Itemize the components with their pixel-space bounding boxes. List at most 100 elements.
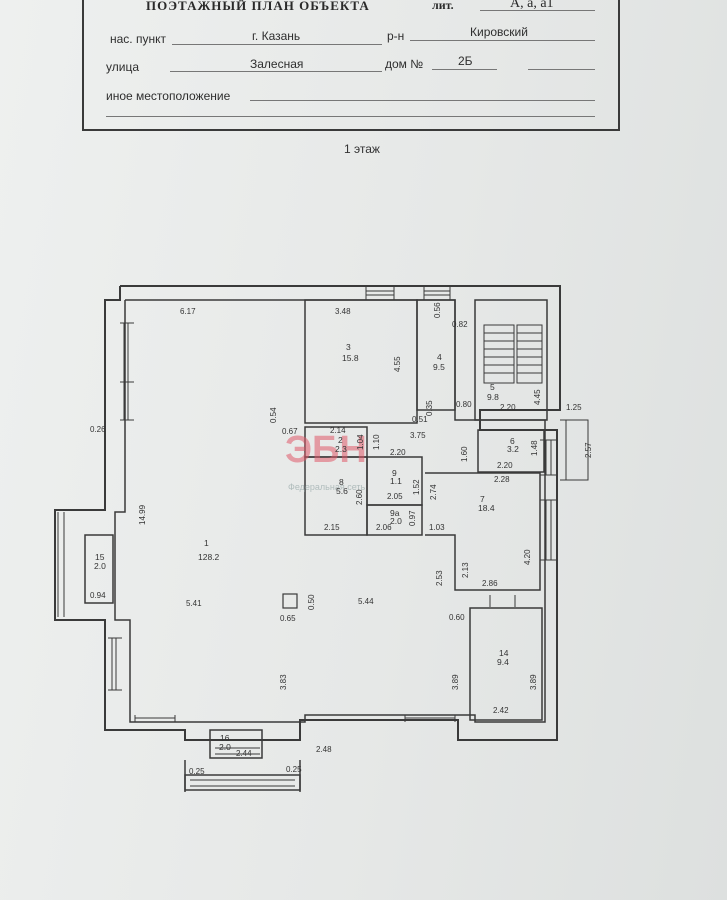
- locality-label: нас. пункт: [110, 32, 166, 46]
- dim: 3.89: [529, 674, 538, 690]
- window: [540, 439, 558, 476]
- steps: [190, 747, 295, 787]
- dim: 0.97: [408, 510, 417, 526]
- dim: 2.13: [461, 562, 470, 578]
- window: [134, 715, 176, 722]
- room-8-area: 5.6: [336, 486, 348, 496]
- room-4-walls: [416, 299, 456, 411]
- dim: 5.44: [358, 597, 374, 606]
- dim: 1.25: [566, 403, 582, 412]
- dim: 2.86: [482, 579, 498, 588]
- window: [540, 499, 558, 561]
- dim: 0.51: [412, 415, 428, 424]
- dim: 1.52: [412, 479, 421, 495]
- house-underline: [432, 69, 497, 70]
- other-location-underline-2: [106, 116, 595, 117]
- dim: 0.65: [280, 614, 296, 623]
- window: [120, 381, 134, 421]
- dim: 4.55: [393, 356, 402, 372]
- room-9-number: 9: [392, 468, 397, 478]
- room-8-number: 8: [339, 477, 344, 487]
- room-6-walls: [477, 429, 545, 473]
- dimensions: 6.17 3.48 0.56 0.82 4.55 4.45 0.80 2.20 …: [90, 302, 593, 776]
- room-9-area: 1.1: [390, 476, 402, 486]
- locality-underline: [172, 44, 382, 45]
- window: [404, 715, 456, 722]
- dim: 5.41: [186, 599, 202, 608]
- dim: 2.42: [493, 706, 509, 715]
- dim: 2.20: [497, 461, 513, 470]
- watermark-logo: ЭБН: [285, 429, 367, 471]
- room-16-number: 16: [220, 733, 230, 743]
- dim: 3.48: [335, 307, 351, 316]
- district-value: Кировский: [470, 25, 528, 39]
- window: [120, 322, 134, 383]
- dim: 0.60: [449, 613, 465, 622]
- dim: 0.56: [433, 302, 442, 318]
- room-16-area: 2.0: [219, 742, 231, 752]
- room-9a-number: 9а: [390, 508, 400, 518]
- window: [365, 286, 395, 300]
- staircase: [483, 324, 543, 384]
- dim: 2.05: [387, 492, 403, 501]
- room-15-walls: [84, 534, 114, 604]
- dim: 2.44: [236, 749, 252, 758]
- dim: 1.10: [372, 434, 381, 450]
- dim: 3.89: [451, 674, 460, 690]
- district-label: р-н: [387, 29, 405, 43]
- other-location-underline: [250, 100, 595, 101]
- room-7-walls: [425, 472, 541, 591]
- dim: 2.14: [330, 426, 346, 435]
- dim: 0.26: [90, 425, 106, 434]
- lit-label: лит.: [432, 0, 454, 12]
- dim: 0.50: [307, 594, 316, 610]
- dim: 0.67: [282, 427, 298, 436]
- dim: 3.75: [410, 431, 426, 440]
- dim: 2.60: [355, 489, 364, 505]
- room-5-number: 5: [490, 382, 495, 392]
- header-box: [82, 0, 620, 131]
- window: [489, 595, 516, 607]
- porch-step: [184, 774, 301, 791]
- dim: 1.60: [460, 446, 469, 462]
- dim: 1.48: [530, 440, 539, 456]
- room-1-area: 128.2: [198, 552, 220, 562]
- floor-title: 1 этаж: [344, 142, 380, 156]
- room-7-area: 18.4: [478, 503, 495, 513]
- window: [423, 286, 451, 300]
- dim: 2.20: [390, 448, 406, 457]
- door-frame: [560, 419, 589, 481]
- room-6-number: 6: [510, 436, 515, 446]
- window: [57, 512, 65, 617]
- room-4-area: 9.5: [433, 362, 445, 372]
- room-9a-area: 2.0: [390, 516, 402, 526]
- dim: 0.25: [189, 767, 205, 776]
- lit-underline: [480, 10, 595, 11]
- exterior-wall: [54, 285, 561, 741]
- extra-underline: [528, 69, 595, 70]
- room-9a-walls: [366, 504, 423, 536]
- room-2-number: 2: [338, 435, 343, 445]
- house-value: 2Б: [458, 54, 473, 68]
- dim: 2.57: [584, 442, 593, 458]
- room-4-number: 4: [437, 352, 442, 362]
- lit-value: А, а, а1: [510, 0, 554, 11]
- room-14-walls: [469, 607, 543, 721]
- dim: 2.20: [500, 403, 516, 412]
- room-7-number: 7: [480, 494, 485, 504]
- district-underline: [410, 40, 595, 41]
- dim: 1.03: [429, 523, 445, 532]
- dim: 2.06: [376, 523, 392, 532]
- watermark-text: Федеральная сеть: [288, 482, 366, 492]
- dim: 0.25: [286, 765, 302, 774]
- room-15-number: 15: [95, 552, 105, 562]
- room-16-walls: [209, 729, 263, 759]
- dim: 0.82: [452, 320, 468, 329]
- dim: 2.48: [316, 745, 332, 754]
- dim: 6.17: [180, 307, 196, 316]
- room-3-area: 15.8: [342, 353, 359, 363]
- street-label: улица: [106, 60, 139, 74]
- dim: 0.35: [425, 400, 434, 416]
- room-labels: 1 128.2 2 2.3 3 15.8 4 9.5 5 9.8 6 3.2 7…: [94, 342, 519, 752]
